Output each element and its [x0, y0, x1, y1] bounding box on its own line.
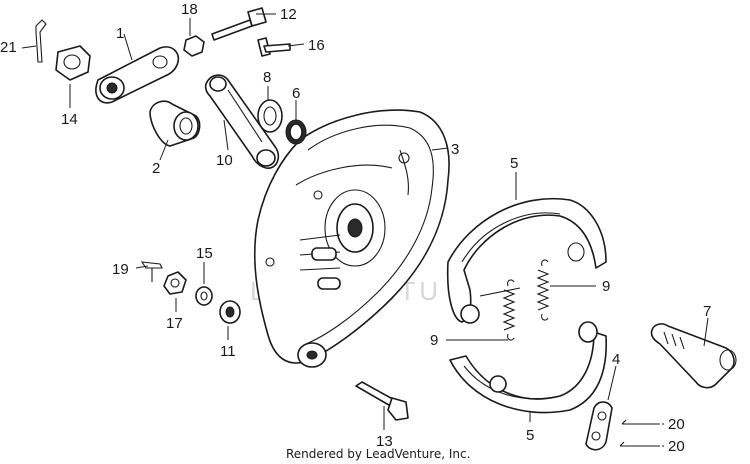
callout-18: 18 — [181, 1, 198, 18]
callout-13: 13 — [376, 433, 393, 450]
callout-16: 16 — [308, 37, 325, 54]
callout-17: 17 — [166, 315, 183, 332]
callout-5-lower: 5 — [526, 427, 534, 444]
torque-link — [204, 74, 280, 169]
nut-18 — [183, 35, 205, 57]
pin-lower — [619, 441, 660, 447]
spring-right — [536, 259, 550, 321]
castle-nut — [55, 45, 91, 81]
nut-17 — [163, 271, 187, 295]
spring-left — [502, 279, 516, 341]
washer-15 — [195, 286, 213, 306]
brake-shoe-lower — [449, 321, 607, 414]
brake-arm — [95, 46, 180, 104]
washer-8 — [257, 99, 283, 133]
callout-8: 8 — [263, 69, 271, 86]
washer-11 — [219, 300, 241, 324]
callout-14: 14 — [61, 111, 78, 128]
callout-7: 7 — [703, 303, 711, 320]
callout-12: 12 — [280, 6, 297, 23]
callout-19: 19 — [112, 261, 129, 278]
bolt-16 — [257, 37, 291, 57]
leader-lines — [21, 13, 709, 447]
callout-15: 15 — [196, 245, 213, 262]
credit-text: Rendered by LeadVenture, Inc. — [286, 447, 470, 461]
callout-20-lower: 20 — [668, 438, 685, 455]
o-ring-6 — [285, 119, 307, 145]
callout-21: 21 — [0, 39, 17, 56]
callout-2: 2 — [152, 160, 160, 177]
callout-10: 10 — [216, 152, 233, 169]
callout-1: 1 — [116, 25, 124, 42]
cotter-pin-19 — [140, 261, 163, 282]
cam-plate — [585, 401, 613, 451]
callout-5-upper: 5 — [510, 155, 518, 172]
brake-cam-shaft — [650, 323, 737, 389]
brake-cam-seal — [149, 100, 201, 147]
bolt-13 — [355, 381, 409, 421]
cotter-pin — [35, 19, 47, 63]
callout-4: 4 — [612, 351, 620, 368]
callout-3: 3 — [451, 141, 459, 158]
bolt-12 — [211, 7, 267, 41]
callout-9-right: 9 — [602, 278, 610, 295]
callout-9-left: 9 — [430, 332, 438, 349]
callout-6: 6 — [292, 85, 300, 102]
brake-shoe-upper — [446, 197, 607, 324]
callout-20-upper: 20 — [668, 416, 685, 433]
callout-11: 11 — [220, 343, 236, 360]
brake-panel — [253, 109, 450, 368]
pin-upper — [621, 419, 660, 425]
